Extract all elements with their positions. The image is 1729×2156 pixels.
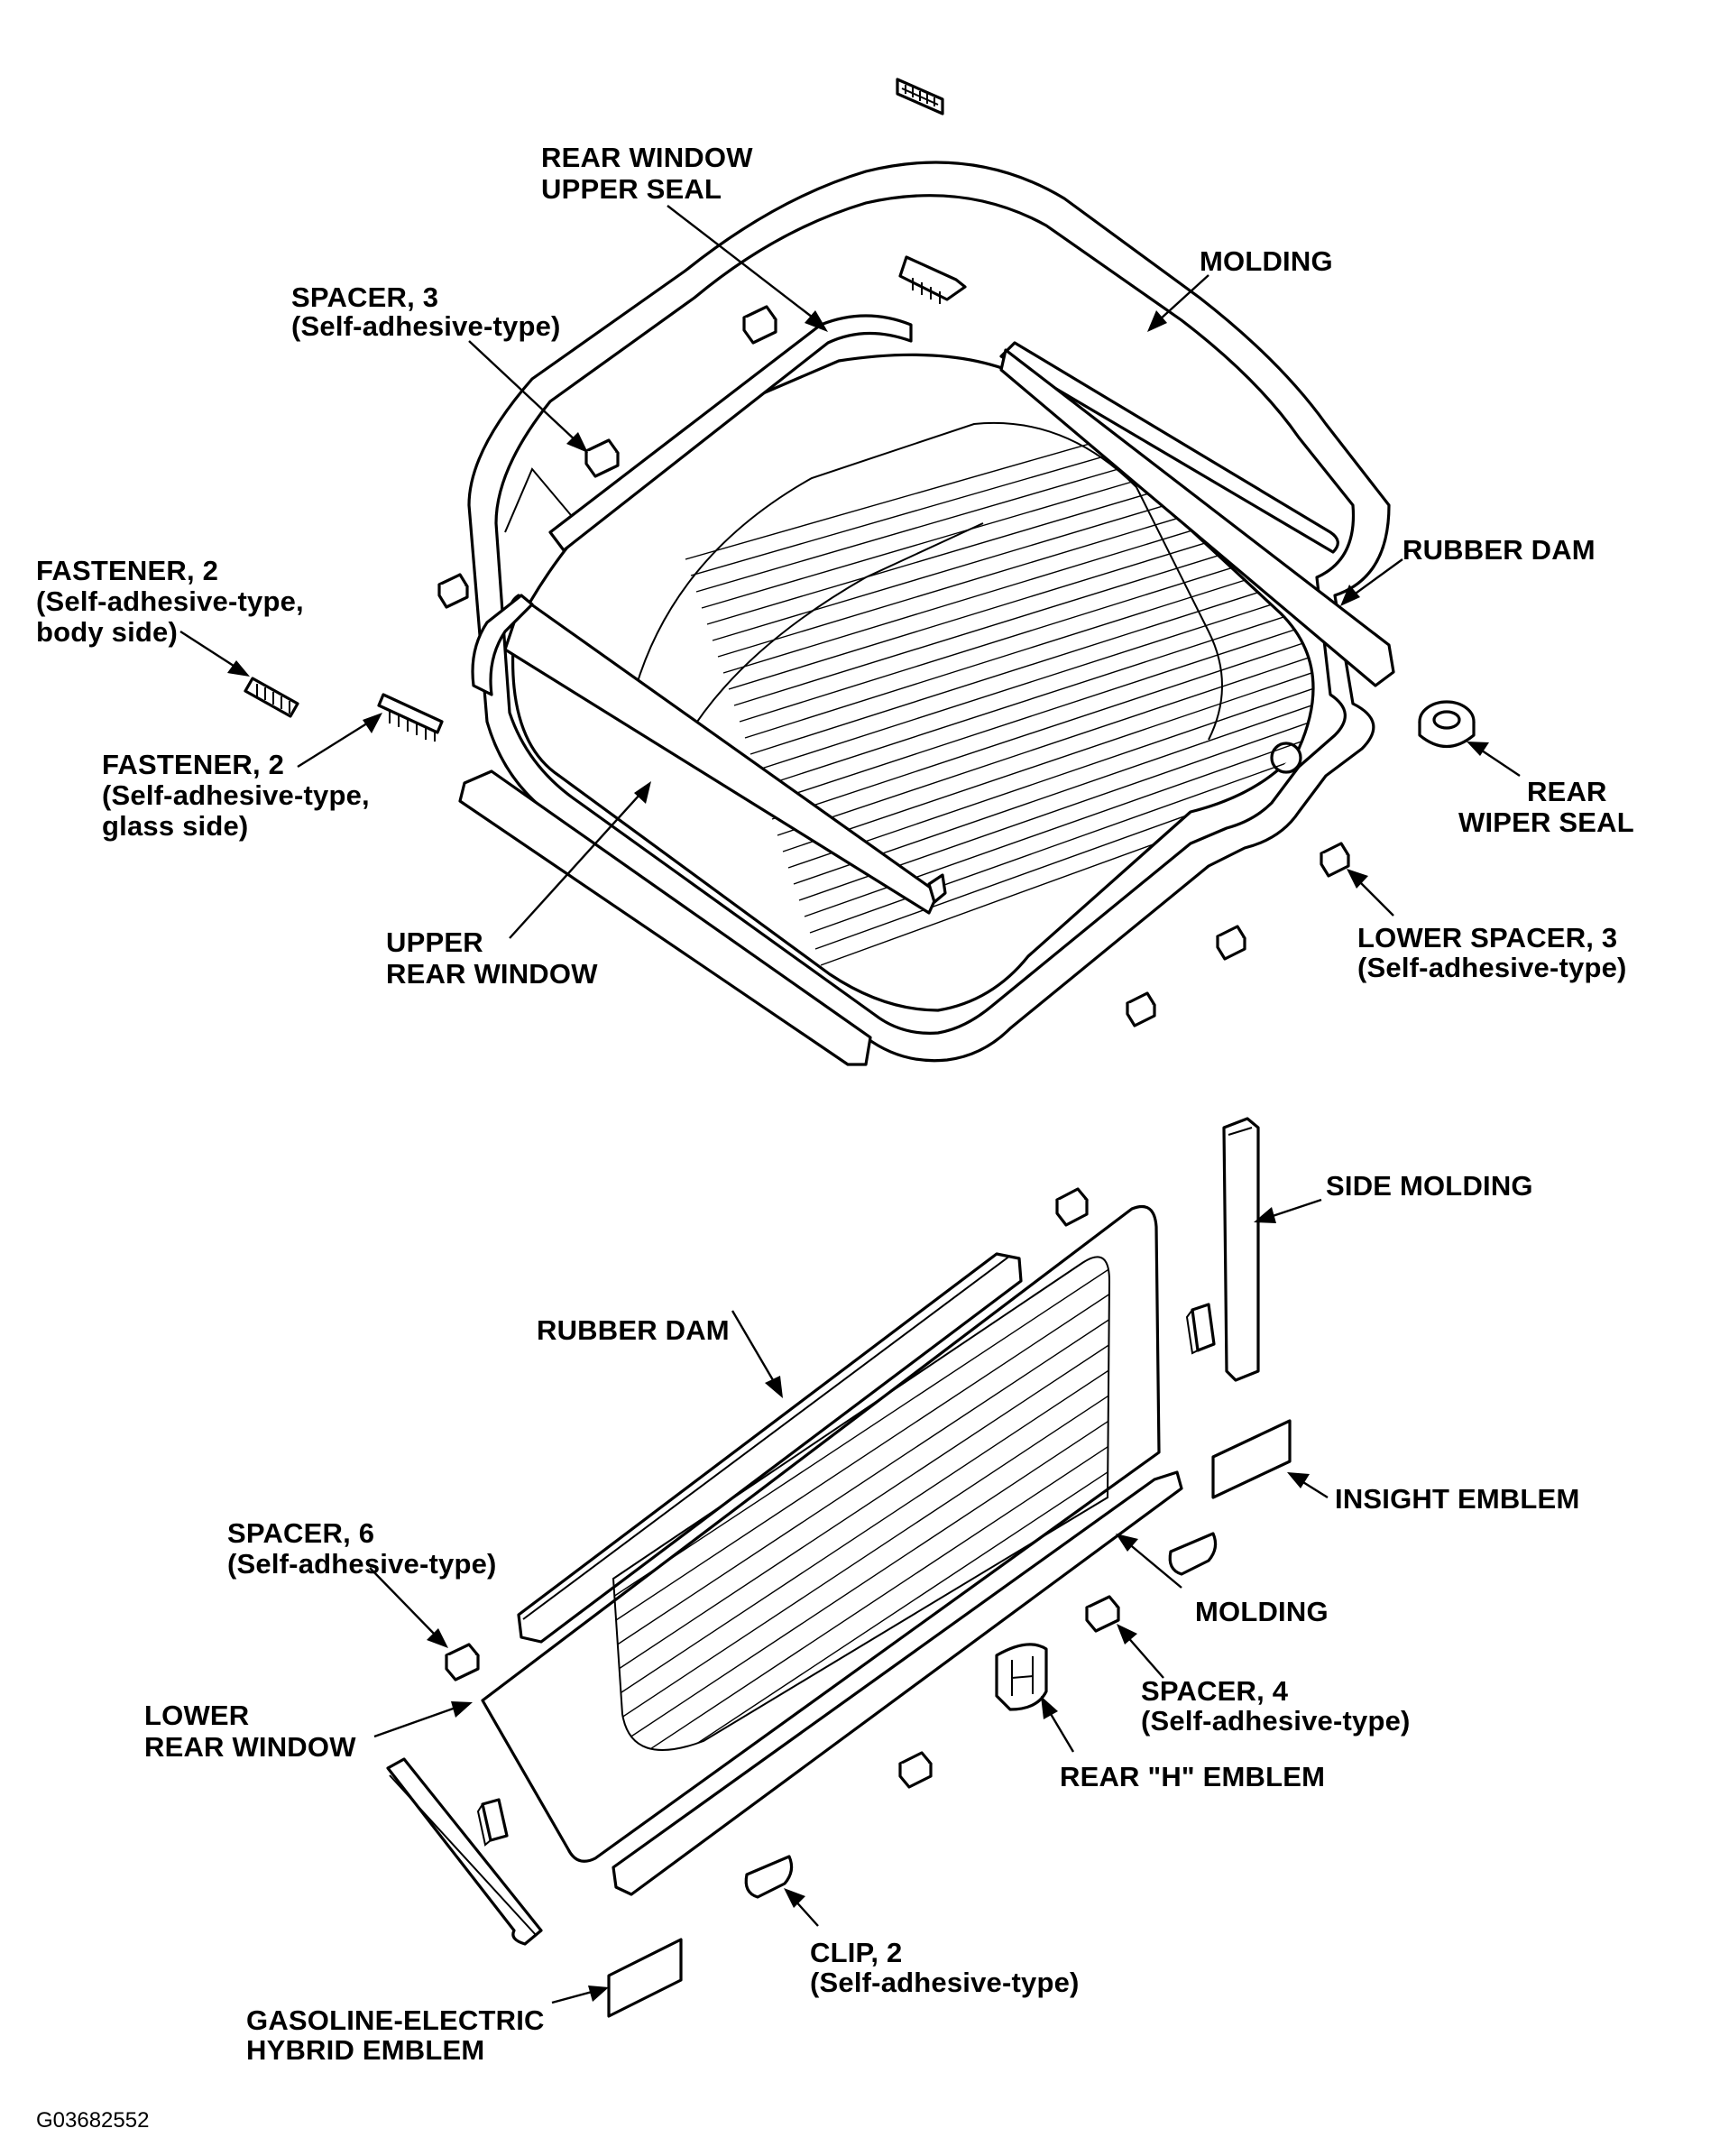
side-molding-lower-left [386,1757,543,1946]
fastener-body-side [244,677,299,718]
fastener-glass-top [898,255,967,304]
glass-hatch-line [744,557,1313,739]
lower-spacer-3 [1126,991,1156,1027]
label-rubber-dam-top: RUBBER DAM [1403,534,1596,566]
callout-labels: REAR WINDOW UPPER SEAL MOLDING SPACER, 3… [36,142,1634,2133]
glass-hatch-line [613,1388,1109,1724]
clip-right [1168,1532,1218,1576]
clip-bottom [744,1855,794,1899]
figure-id: G03682552 [36,2108,149,2133]
lower-rear-window-glass [481,1204,1161,1863]
label-insight-emblem: INSIGHT EMBLEM [1335,1483,1579,1515]
label-side-molding: SIDE MOLDING [1326,1170,1533,1202]
label-spacer-6: SPACER, 6 (Self-adhesive-type) [227,1517,497,1580]
glass-hatch-line [613,1262,1109,1598]
label-rear-wiper-seal: REAR WIPER SEAL [1458,776,1634,838]
glass-hatch-line [787,686,1313,869]
spacer-6 [445,1643,480,1681]
spacer-top-1 [742,305,777,345]
label-fastener-body: FASTENER, 2 (Self-adhesive-type, body si… [36,555,312,648]
rear-h-emblem [995,1643,1048,1711]
label-molding-bottom: MOLDING [1195,1596,1329,1627]
glass-hatch-line [777,654,1313,836]
insight-emblem [1211,1419,1292,1499]
label-molding-top: MOLDING [1200,245,1333,277]
glass-hatch-line [613,1313,1109,1648]
label-fastener-glass: FASTENER, 2 (Self-adhesive-type, glass s… [102,749,378,842]
label-rear-h-emblem: REAR "H" EMBLEM [1060,1761,1325,1792]
spacer-side-upper [1055,1187,1089,1227]
glass-hatch-line [750,573,1313,755]
glass-hatch-line [613,1363,1109,1699]
label-lower-rear-window: LOWER REAR WINDOW [144,1700,356,1763]
spacer-left [437,573,469,609]
glass-hatch-line [613,1338,1109,1673]
glass-hatch-line [739,540,1313,723]
label-upper-rear-window: UPPER REAR WINDOW [386,926,598,990]
spacer-left-lower [476,1798,509,1847]
spacer-top-2 [584,438,620,478]
label-hybrid-emblem: GASOLINE-ELECTRIC HYBRID EMBLEM [246,2004,552,2066]
molding-upper-right [999,341,1339,554]
rear-window-seal-left-piece [471,594,534,696]
rubber-dam-upper-left [458,769,872,1066]
glass-hatch-line [613,1414,1109,1749]
glass-hatch-line [760,605,1313,788]
spacer-bottom-mid [898,1751,933,1789]
rubber-dam-lower [517,1252,1023,1644]
glass-hatch-line [782,670,1313,852]
rubber-dam-upper-right [999,348,1395,687]
side-molding [1222,1117,1260,1382]
label-spacer-3: SPACER, 3 (Self-adhesive-type) [291,281,561,342]
label-rear-window-upper-seal: REAR WINDOW UPPER SEAL [541,142,761,205]
molding-lower [612,1470,1183,1896]
glass-hatch-line [809,751,1313,934]
label-rubber-dam-bottom: RUBBER DAM [537,1314,730,1346]
glass-hatch-line [613,1464,1109,1750]
lower-spacer-1 [1320,842,1350,878]
glass-hatch-line [613,1287,1109,1623]
glass-hatch-line [766,622,1313,804]
label-lower-spacer-3: LOWER SPACER, 3 (Self-adhesive-type) [1357,922,1627,983]
spacer-side-mid [1185,1303,1216,1355]
label-clip-2: CLIP, 2 (Self-adhesive-type) [810,1937,1080,1998]
hybrid-emblem [607,1938,683,2018]
rear-wiper-seal [1418,700,1476,748]
label-spacer-4: SPACER, 4 (Self-adhesive-type) [1141,1675,1411,1737]
lower-spacer-2 [1216,925,1246,961]
glass-hatch-line [613,1439,1109,1750]
top-fastener [896,78,944,115]
spacer-4 [1085,1595,1120,1633]
fastener-glass-side [377,693,444,742]
glass-hatch-line [755,589,1313,771]
glass-hatch-line [771,638,1313,820]
leader-lines [179,205,1521,2004]
